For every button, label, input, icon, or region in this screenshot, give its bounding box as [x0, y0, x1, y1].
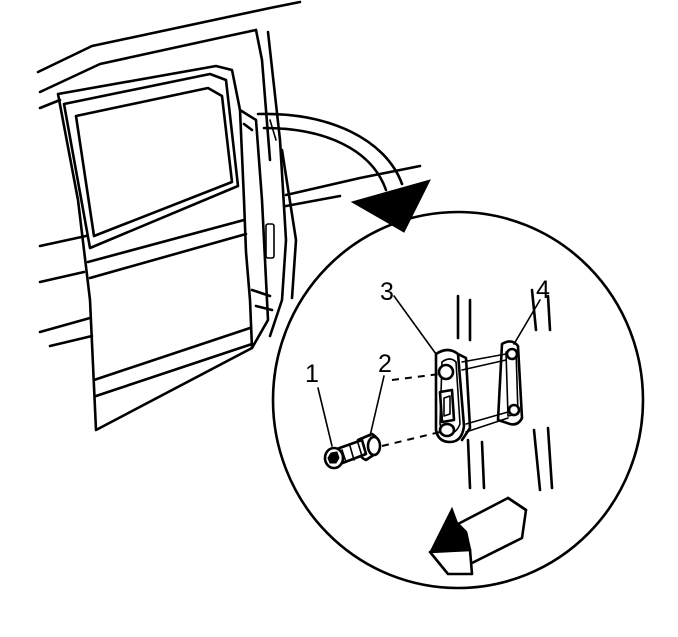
callout-2: 2 [378, 350, 392, 378]
backing-plate [496, 340, 524, 426]
callout-3: 3 [380, 278, 394, 306]
callout-4: 4 [536, 276, 550, 304]
striker-plate [434, 348, 472, 444]
detail-magnified-view [271, 210, 645, 590]
front-direction-arrow [428, 496, 528, 576]
bolt-path-lower [381, 431, 441, 447]
callout-1: 1 [305, 360, 319, 388]
bolt-path-upper [391, 373, 441, 381]
striker-bolt [323, 438, 368, 470]
sliding-door [56, 64, 277, 432]
alignment-lines [461, 353, 509, 433]
callout-leaders [317, 295, 541, 447]
van-body-side [36, 0, 422, 348]
